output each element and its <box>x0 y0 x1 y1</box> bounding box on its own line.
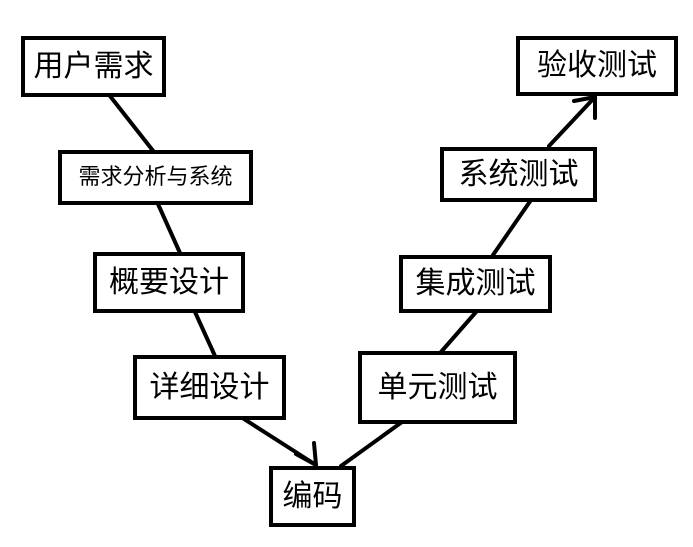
edge-outline-design-to-detailed-design <box>193 310 217 358</box>
edge-coding-to-unit-test <box>339 420 404 468</box>
edge-integration-test-to-system-test <box>491 198 533 257</box>
node-detailed-design: 详细设计 <box>133 355 286 420</box>
arrowhead-coding <box>294 441 318 467</box>
node-requirements-analysis: 需求分析与系统 <box>58 150 253 205</box>
node-integration-test: 集成测试 <box>399 255 552 313</box>
node-coding: 编码 <box>269 466 356 527</box>
node-system-test: 系统测试 <box>440 147 597 202</box>
edge-user-requirements-to-requirements-analysis <box>108 94 156 154</box>
edge-unit-test-to-integration-test <box>439 310 478 354</box>
edge-requirements-analysis-to-outline-design <box>156 202 182 255</box>
node-user-requirements: 用户需求 <box>21 36 166 97</box>
node-unit-test: 单元测试 <box>358 351 517 424</box>
node-outline-design: 概要设计 <box>93 252 245 313</box>
arrowhead-acceptance-test <box>572 95 597 120</box>
node-acceptance-test: 验收测试 <box>516 36 678 96</box>
edge-system-test-to-acceptance-test <box>547 95 597 148</box>
